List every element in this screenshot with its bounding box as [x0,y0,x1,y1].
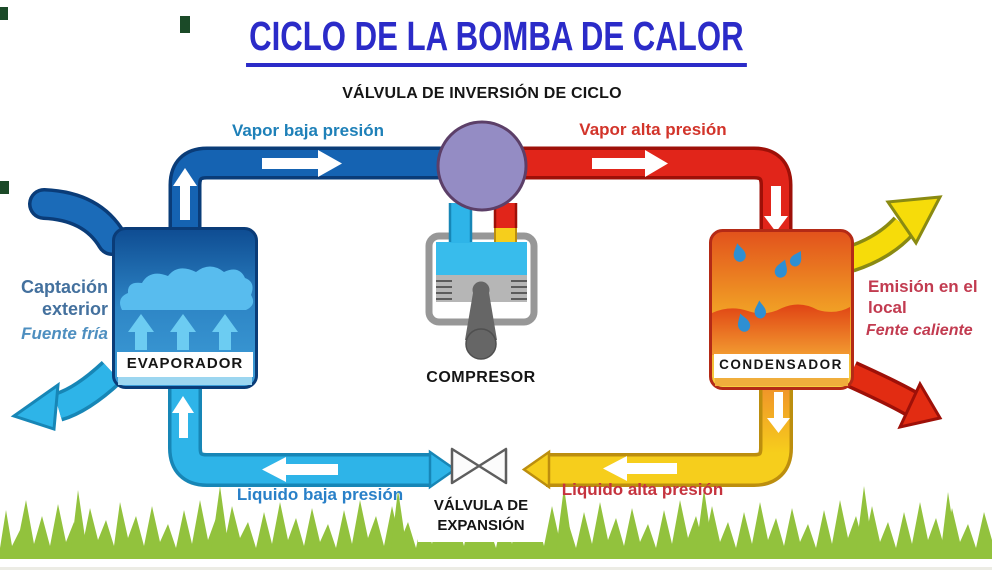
local-emission-line1: Emisión en el [868,277,978,296]
condenser-label: CONDENSADOR [719,357,843,372]
vapor-high-pipe [482,146,793,233]
hot-source-label: Fente caliente [866,322,973,339]
liquid-high-pressure-label: Liquido alta presión [561,480,724,499]
grass-silhouette [0,486,992,559]
reversing-valve-icon [436,120,528,212]
inversion-valve-label: VÁLVULA DE INVERSIÓN DE CICLO [342,85,622,102]
label-backdrop [418,494,544,542]
flow-right-arrow-icon [592,150,668,177]
cloud-icon [120,266,254,310]
liquid-high-pipe [521,386,793,490]
liquid-low-pipe [168,386,458,490]
expansion-valve-label: VÁLVULA DE EXPANSIÓN [418,496,544,535]
flow-arrow-icons-bottom [172,392,790,482]
discharge-pipe [493,203,518,242]
vapor-low-pressure-label: Vapor baja presión [231,121,385,140]
outside-air-intake-arrow [28,188,128,256]
local-emission-label: Emisión en el local [868,276,992,319]
flow-up-arrow-icon [172,396,194,438]
evaporator-box [112,227,258,389]
outside-capture-line1: Captación [20,277,108,297]
flow-right-arrow-icon [262,150,342,177]
page-title: CICLO DE LA BOMBA DE CALOR [0,13,992,67]
outside-capture-line2: exterior [41,298,108,319]
expansion-valve-icon [450,447,508,485]
compressor-icon [425,203,538,360]
evaporator-label: EVAPORADOR [126,355,244,372]
local-emission-line2: local [868,298,907,318]
liquid-low-pressure-label: Liquido baja presión [236,485,404,504]
artifact-marks [0,7,190,194]
flow-arrow-icons-top [173,150,788,232]
expansion-valve-line1: VÁLVULA DE [433,497,529,514]
condenser-box [709,229,854,390]
scan-line [0,567,992,570]
return-air-arrow [845,361,943,430]
warm-air-emission-arrow [845,195,943,273]
expansion-valve-line2: EXPANSIÓN [437,516,525,534]
cold-source-label: Fuente fría [21,324,108,343]
page-title-text: CICLO DE LA BOMBA DE CALOR [245,13,747,67]
vapor-high-pressure-label: Vapor alta presión [579,120,727,139]
outside-capture-label: Captación exterior [4,277,108,321]
flow-down-arrow-icon [764,186,788,232]
piston-ring-lines [436,280,527,300]
cold-air-out-arrow [10,360,123,432]
compressor-label: COMPRESOR [426,369,536,386]
flow-left-arrow-icon [603,456,677,481]
flow-down-arrow-icon [767,392,790,433]
evaporation-up-arrow-icons [128,314,238,350]
flow-up-arrow-icon [173,168,197,220]
flow-left-arrow-icon [262,457,338,482]
